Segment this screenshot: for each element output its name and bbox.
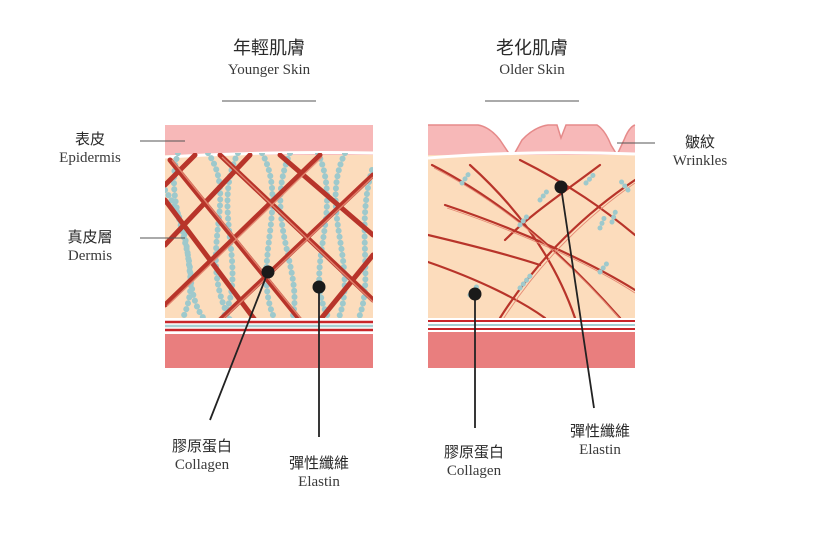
- old-epidermis: [428, 125, 635, 160]
- young-skin-block: [164, 125, 374, 368]
- young-collagen-leader: [209, 271, 269, 421]
- epidermis-label: 表皮 Epidermis: [40, 130, 140, 168]
- dermis-label-en: Dermis: [67, 247, 113, 264]
- old-collagen-label-en: Collagen: [446, 462, 502, 479]
- young-collagen-label-zh: 膠原蛋白: [171, 437, 232, 455]
- old-title-zh: 老化肌膚: [496, 38, 568, 59]
- young-elastin-label-zh: 彈性纖維: [288, 454, 349, 472]
- young-title-zh: 年輕肌膚: [233, 38, 305, 59]
- wrinkles-label-en: Wrinkles: [672, 152, 728, 169]
- old-elastin-label: 彈性纖維 Elastin: [550, 422, 650, 460]
- dermis-label: 真皮層 Dermis: [40, 228, 140, 266]
- young-collagen-marker: [261, 265, 275, 279]
- young-collagen-label: 膠原蛋白 Collagen: [152, 437, 252, 475]
- wrinkles-label: 皺紋 Wrinkles: [655, 133, 745, 171]
- old-elastin-leader: [560, 186, 595, 409]
- old-elastin-marker: [554, 180, 568, 194]
- old-collagen-label-zh: 膠原蛋白: [443, 443, 504, 461]
- epidermis-label-zh: 表皮: [74, 130, 105, 148]
- young-title: 年輕肌膚 Younger Skin: [194, 38, 344, 79]
- old-collagen-marker: [468, 287, 482, 301]
- young-hypodermis: [165, 334, 373, 368]
- old-skin-block: [427, 124, 636, 368]
- dermis-label-zh: 真皮層: [67, 228, 113, 246]
- old-elastin-label-en: Elastin: [579, 441, 621, 458]
- young-elastin-label: 彈性纖維 Elastin: [269, 454, 369, 492]
- young-title-en: Younger Skin: [227, 61, 311, 78]
- old-elastin-label-zh: 彈性纖維: [569, 422, 630, 440]
- old-collagen-fibers: [428, 158, 635, 320]
- wrinkles-label-zh: 皺紋: [684, 133, 715, 151]
- epidermis-label-en: Epidermis: [59, 149, 121, 166]
- old-title: 老化肌膚 Older Skin: [457, 38, 607, 79]
- young-elastin-label-en: Elastin: [298, 473, 340, 490]
- young-collagen-label-en: Collagen: [174, 456, 230, 473]
- old-hypodermis: [428, 332, 635, 368]
- old-title-en: Older Skin: [499, 61, 565, 78]
- old-elastin-fragments: [459, 169, 631, 298]
- old-collagen-label: 膠原蛋白 Collagen: [424, 443, 524, 481]
- young-elastin-marker: [312, 280, 326, 294]
